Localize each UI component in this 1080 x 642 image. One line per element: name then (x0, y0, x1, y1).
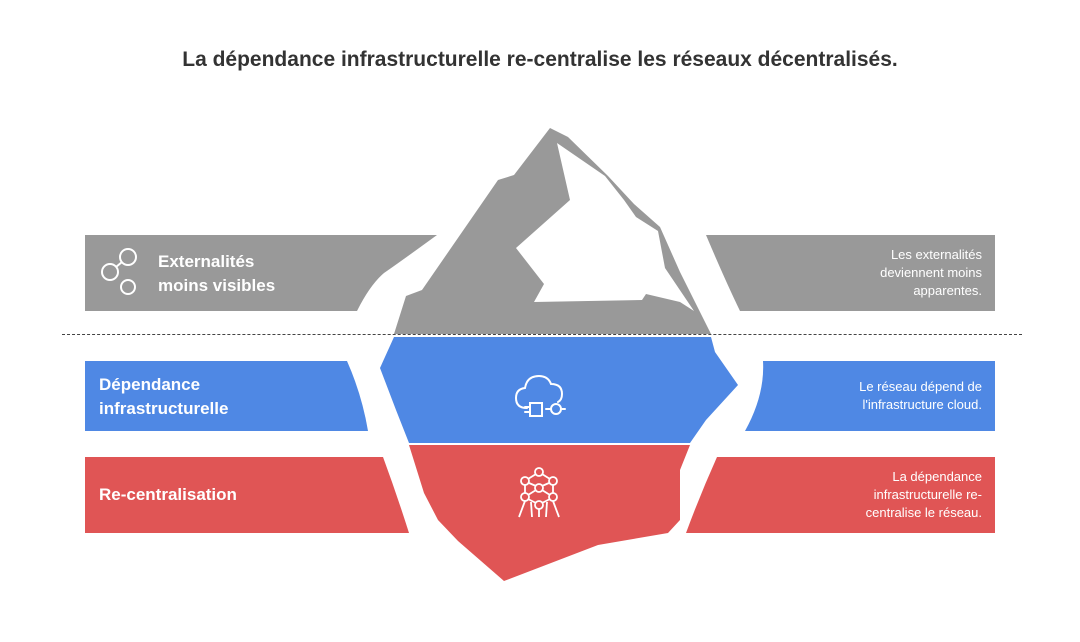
desc-recentralisation-line3: centralise le réseau. (865, 505, 982, 520)
desc-dependency: Le réseau dépend de l'infrastructure clo… (859, 378, 982, 414)
page-title: La dépendance infrastructurelle re-centr… (182, 48, 898, 71)
desc-dependency-line2: l'infrastructure cloud. (862, 397, 982, 412)
desc-recentralisation-line2: infrastructurelle re- (873, 487, 982, 502)
band-externalities (85, 235, 995, 311)
label-externalities-line2: moins visibles (158, 276, 276, 295)
label-dependency: Dépendance infrastructurelle (99, 373, 228, 421)
band-recentralisation (85, 457, 995, 533)
label-dependency-line1: Dépendance (99, 375, 201, 394)
link-nodes-icon (101, 248, 137, 295)
waterline-divider (62, 334, 1022, 335)
desc-externalities: Les externalités deviennent moins appare… (880, 246, 982, 300)
desc-recentralisation-line1: La dépendance (892, 469, 982, 484)
desc-recentralisation: La dépendance infrastructurelle re- cent… (866, 468, 982, 522)
iceberg-tip (394, 128, 711, 334)
iceberg-blue-section (380, 337, 738, 443)
cloud-plug-icon (514, 374, 566, 417)
label-recentralisation: Re-centralisation (99, 483, 237, 507)
desc-externalities-line1: Les externalités (890, 247, 982, 262)
label-externalities: Externalités moins visibles (158, 250, 275, 298)
desc-dependency-line1: Le réseau dépend de (859, 379, 982, 394)
desc-externalities-line2: deviennent moins (880, 265, 982, 280)
iceberg-red-section (409, 445, 690, 581)
network-atom-icon (518, 467, 560, 518)
label-recentralisation-line1: Re-centralisation (99, 485, 237, 504)
label-externalities-line1: Externalités (158, 252, 255, 271)
label-dependency-line2: infrastructurelle (99, 399, 229, 418)
desc-externalities-line3: apparentes. (913, 283, 982, 298)
band-dependency (85, 361, 995, 431)
